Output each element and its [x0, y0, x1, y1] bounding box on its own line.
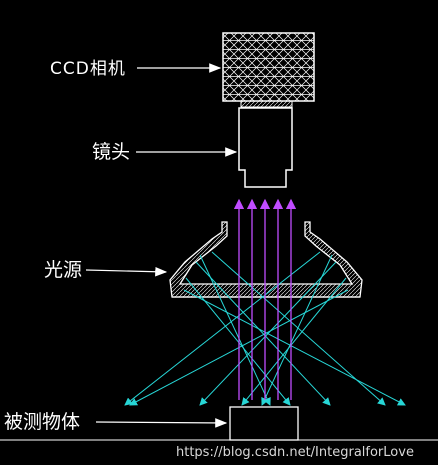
label-light-source: 光源 — [44, 259, 82, 281]
watermark: https://blog.csdn.net/IntegralforLove — [176, 445, 414, 460]
label-lens: 镜头 — [92, 141, 130, 163]
object-under-test — [0, 406, 438, 441]
lens — [238, 107, 293, 188]
arrow-light-source — [85, 266, 168, 277]
camera-rays — [233, 198, 297, 400]
arrow-object — [95, 418, 228, 428]
light-source — [169, 221, 363, 298]
label-object: 被测物体 — [4, 411, 80, 433]
label-ccd-camera: CCD相机 — [50, 59, 126, 79]
ccd-camera — [222, 32, 315, 108]
